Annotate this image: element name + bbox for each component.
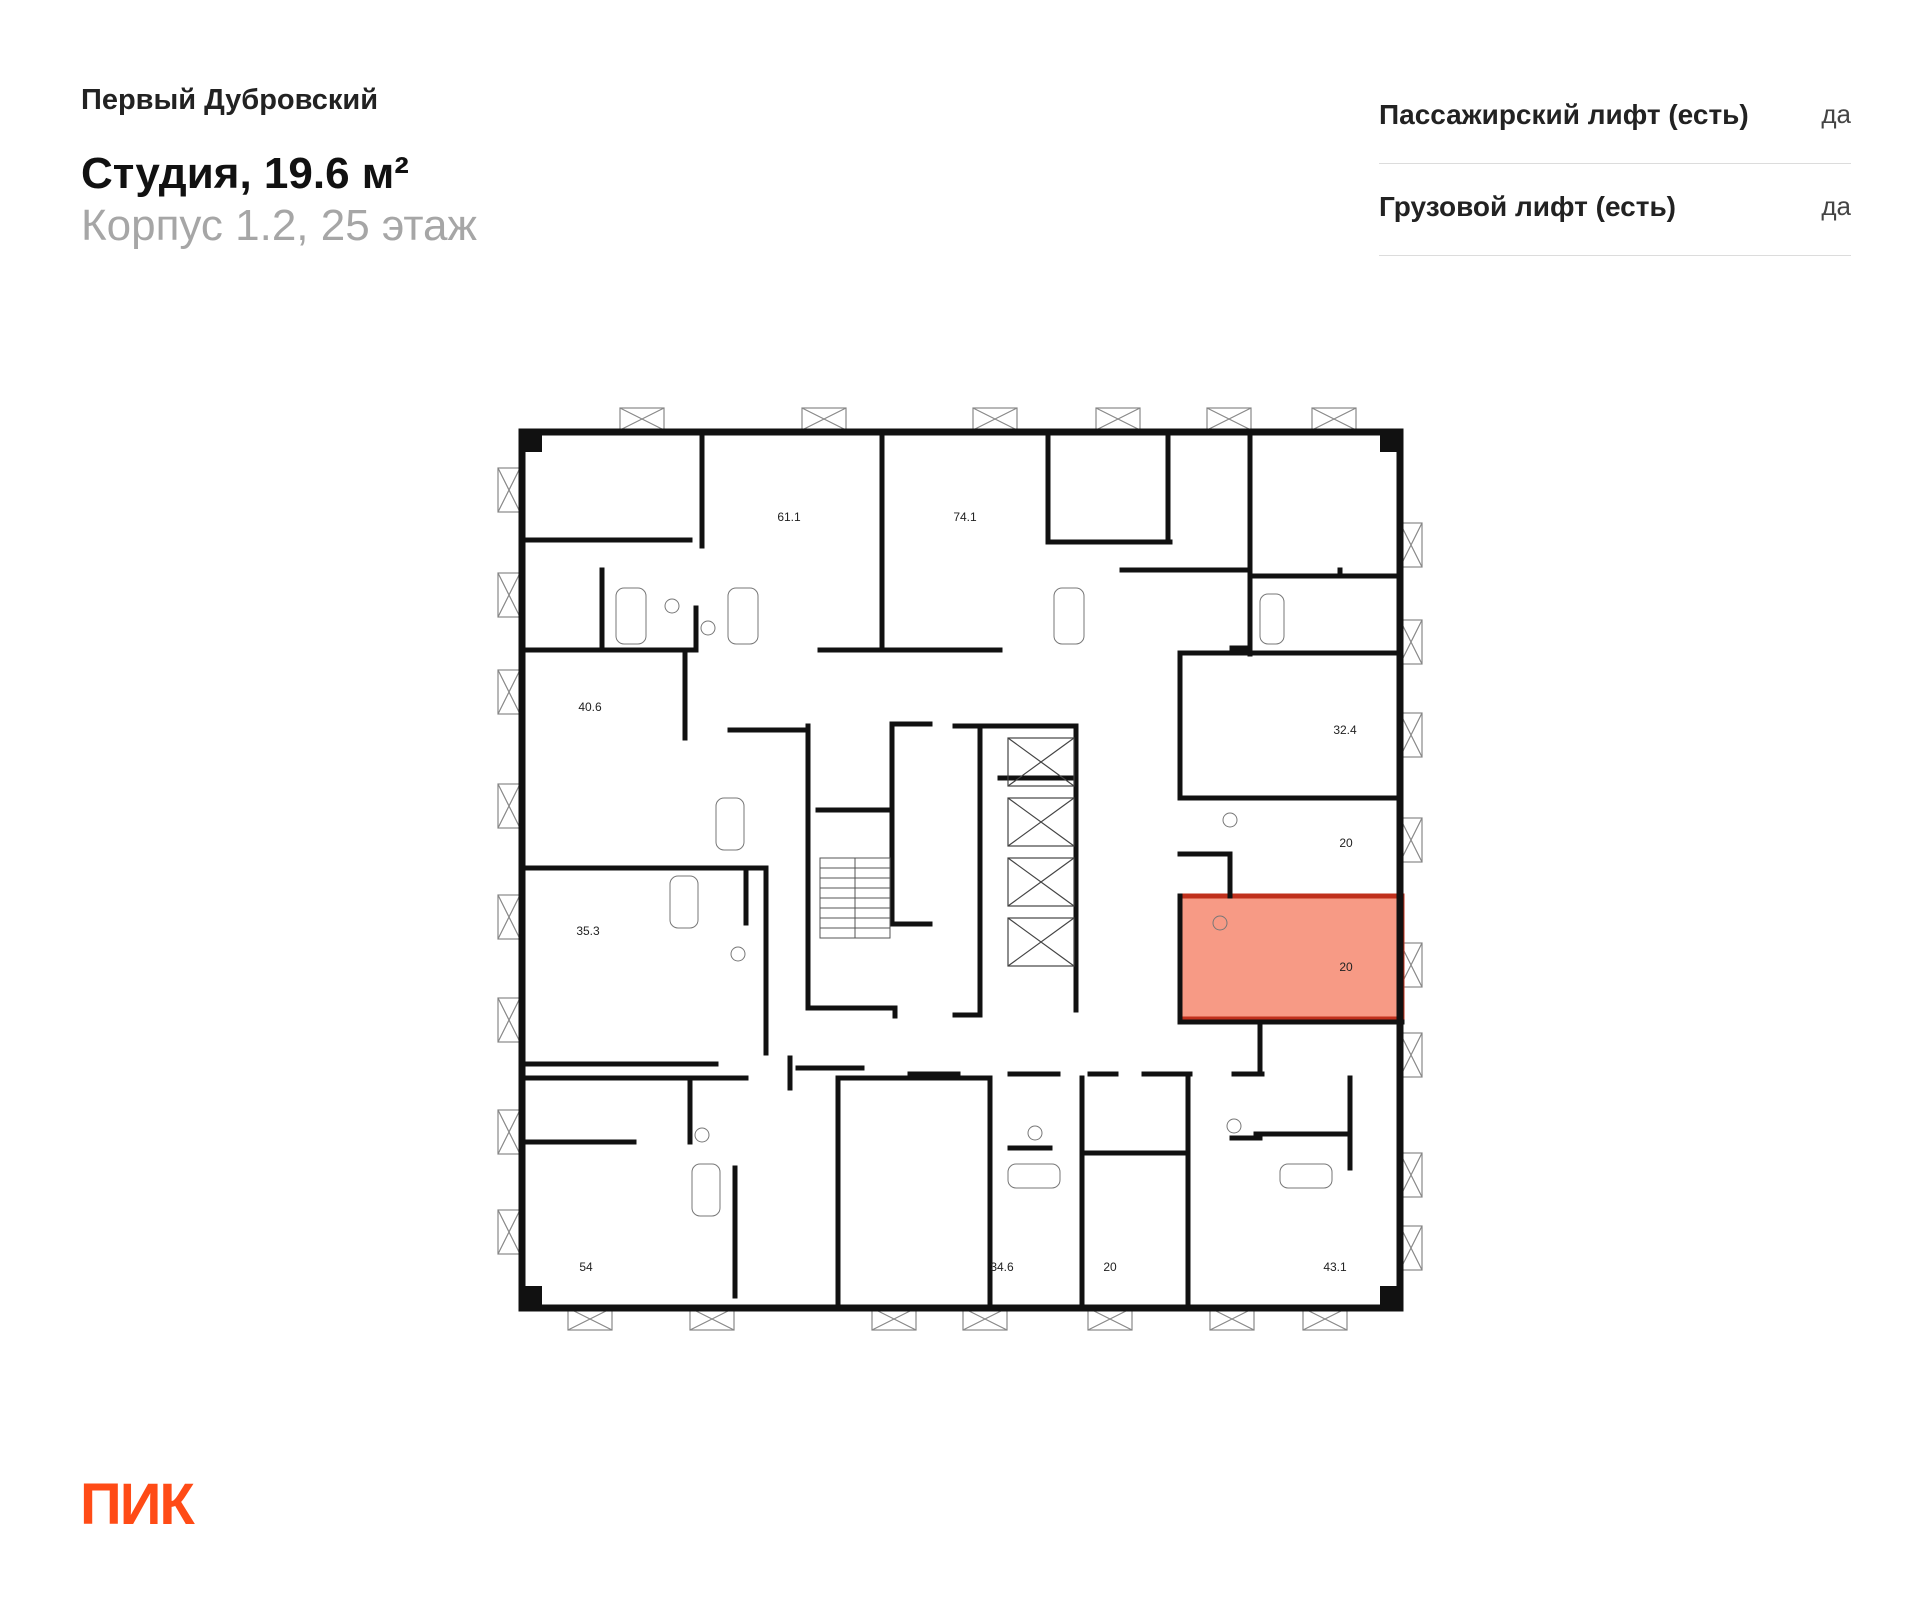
properties-list: Пассажирский лифт (есть) да Грузовой лиф… [1379,72,1851,256]
unit-area-43: 43.1 [1323,1260,1347,1274]
apartment-title: Студия, 19.6 м² [81,149,409,198]
walls [518,428,1405,1312]
property-label: Пассажирский лифт (есть) [1379,98,1749,130]
property-value: да [1821,191,1851,221]
property-row-passenger-lift: Пассажирский лифт (есть) да [1379,72,1851,164]
unit-area-labels: 61.1 74.1 40.6 32.4 20 20 35.3 54 34.6 2… [576,510,1357,1274]
unit-area-54: 54 [579,1260,593,1274]
unit-area-20-selected: 20 [1339,960,1353,974]
property-row-freight-lift: Грузовой лифт (есть) да [1379,164,1851,256]
pik-logo: ПИК ДОМКЛИК [80,1472,334,1541]
building-floor: Корпус 1.2, 25 этаж [81,201,477,250]
brand-logo-text: ПИК [80,1472,195,1537]
property-label: Грузовой лифт (есть) [1379,190,1676,222]
unit-area-61: 61.1 [777,510,801,524]
stairs [819,857,891,939]
property-value: да [1821,99,1851,129]
unit-area-34: 34.6 [990,1260,1014,1274]
elevators [1007,737,1075,967]
header: Первый Дубровский Студия, 19.6 м² Корпус… [81,82,477,252]
project-name: Первый Дубровский [81,84,379,116]
unit-area-35: 35.3 [576,924,600,938]
selected-apartment[interactable] [1177,893,1405,1022]
unit-area-20-bottom: 20 [1103,1260,1117,1274]
fixtures [615,587,1333,1217]
unit-area-74: 74.1 [953,510,977,524]
floor-plan: 61.1 74.1 40.6 32.4 20 20 35.3 54 34.6 2… [497,407,1423,1331]
unit-area-32: 32.4 [1333,723,1357,737]
unit-area-40: 40.6 [578,700,602,714]
unit-area-20-upper: 20 [1339,836,1353,850]
